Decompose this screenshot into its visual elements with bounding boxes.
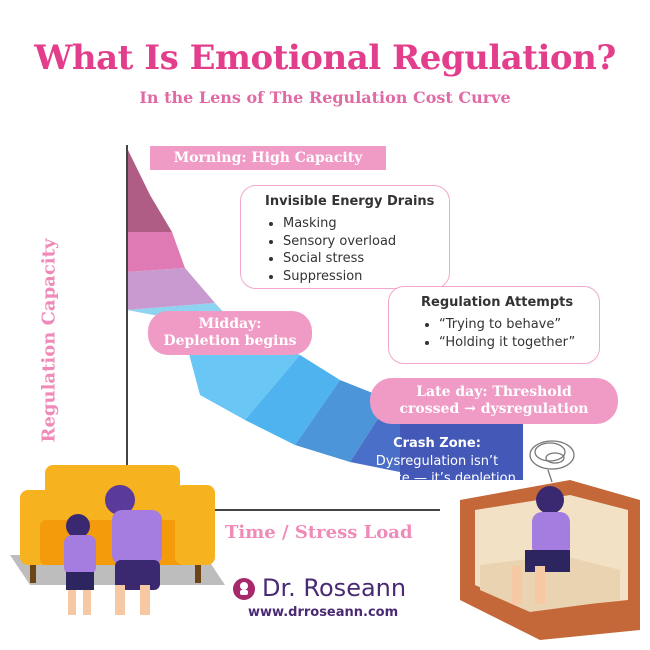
- page-subtitle: In the Lens of The Regulation Cost Curve: [139, 88, 511, 107]
- list-item: Sensory overload: [283, 233, 449, 251]
- person-on-sofa-figure: [512, 486, 570, 604]
- curve-segment-7: [295, 380, 390, 462]
- x-axis-label: Time / Stress Load: [225, 522, 413, 543]
- list-item: “Holding it together”: [439, 334, 599, 352]
- curve-segment-2: [127, 232, 185, 272]
- morning-label: Morning: High Capacity: [150, 146, 386, 170]
- energy-drains-box: Invisible Energy Drains Masking Sensory …: [240, 185, 450, 289]
- regulation-attempts-title: Regulation Attempts: [421, 295, 574, 310]
- curve-segment-1: [127, 148, 172, 232]
- page-title: What Is Emotional Regulation?: [34, 38, 616, 78]
- list-item: Masking: [283, 215, 449, 233]
- stress-scribble-icon: [529, 440, 575, 483]
- list-item: “Trying to behave”: [439, 316, 599, 334]
- y-axis-label: Regulation Capacity: [38, 238, 60, 443]
- late-day-line-2: crossed → dysregulation: [399, 400, 589, 417]
- crash-zone-line-1: Dysregulation isn’t: [375, 453, 499, 469]
- crash-zone-title: Crash Zone:: [393, 436, 481, 451]
- brand-url[interactable]: www.drroseann.com: [248, 605, 399, 620]
- brand-logo-icon: [233, 578, 255, 600]
- crash-zone-line-2: defiance — it’s depletion.: [354, 471, 520, 487]
- midday-line-1: Midday:: [198, 316, 262, 332]
- late-day-label: Late day: Threshold crossed → dysregulat…: [370, 378, 618, 424]
- regulation-attempts-box: Regulation Attempts “Trying to behave” “…: [388, 286, 600, 364]
- energy-drains-list: Masking Sensory overload Social stress S…: [265, 215, 449, 285]
- energy-drains-title: Invisible Energy Drains: [265, 194, 435, 209]
- list-item: Suppression: [283, 268, 449, 286]
- midday-label: Midday: Depletion begins: [148, 311, 312, 355]
- curve-segment-9: [400, 412, 523, 480]
- late-day-line-1: Late day: Threshold: [416, 384, 572, 400]
- list-item: Social stress: [283, 250, 449, 268]
- midday-line-2: Depletion begins: [163, 332, 297, 349]
- curve-segment-6: [245, 355, 340, 445]
- crash-zone-text: Crash Zone: Dysregulation isn’t defiance…: [352, 435, 522, 488]
- regulation-attempts-list: “Trying to behave” “Holding it together”: [421, 316, 599, 351]
- brand-name: Dr. Roseann: [262, 574, 407, 602]
- curve-segment-3: [127, 268, 215, 310]
- parent-and-child-figures: [64, 485, 162, 615]
